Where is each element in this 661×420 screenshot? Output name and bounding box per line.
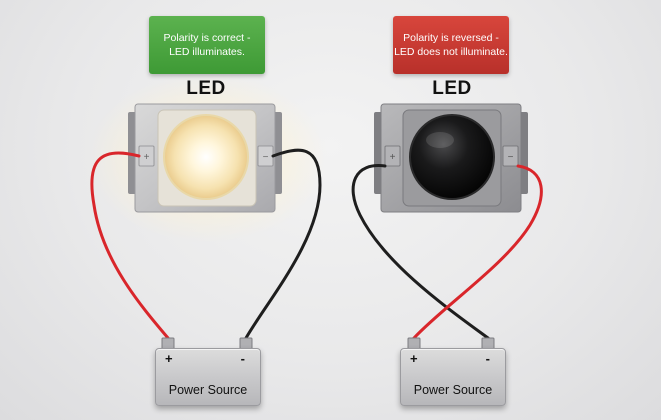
- left-power-source: + - Power Source: [155, 348, 261, 406]
- minus-terminal-label: -: [485, 351, 490, 366]
- plus-terminal-label: +: [165, 351, 173, 366]
- left-led-lens: [163, 114, 249, 200]
- plus-terminal-label: +: [410, 351, 418, 366]
- power-source-label: Power Source: [168, 383, 248, 397]
- svg-text:+: +: [390, 152, 396, 163]
- note-line: Polarity is reversed -: [403, 32, 499, 44]
- left-led-module: + −: [87, 73, 327, 243]
- right-power-source: + - Power Source: [400, 348, 506, 406]
- left-led-label: LED: [186, 78, 226, 99]
- power-source-label: Power Source: [413, 383, 493, 397]
- polarity-correct-note: Polarity is correct - LED illuminates.: [149, 16, 265, 74]
- battery-terminals: [161, 337, 495, 350]
- note-line: LED illuminates.: [169, 46, 245, 58]
- note-line: LED does not illuminate.: [394, 46, 508, 58]
- right-red-wire: [412, 164, 543, 350]
- svg-text:−: −: [263, 152, 269, 163]
- right-black-wire: [351, 164, 490, 350]
- svg-text:−: −: [508, 152, 514, 163]
- right-led-label: LED: [432, 78, 472, 99]
- minus-terminal-label: -: [240, 351, 245, 366]
- right-led-lens: [409, 114, 495, 200]
- note-line: Polarity is correct -: [163, 32, 251, 44]
- polarity-reversed-note: Polarity is reversed - LED does not illu…: [393, 16, 509, 74]
- left-black-wire: [244, 148, 322, 350]
- right-led-module: + −: [374, 103, 528, 213]
- svg-text:+: +: [144, 152, 150, 163]
- left-red-wire: [90, 151, 170, 350]
